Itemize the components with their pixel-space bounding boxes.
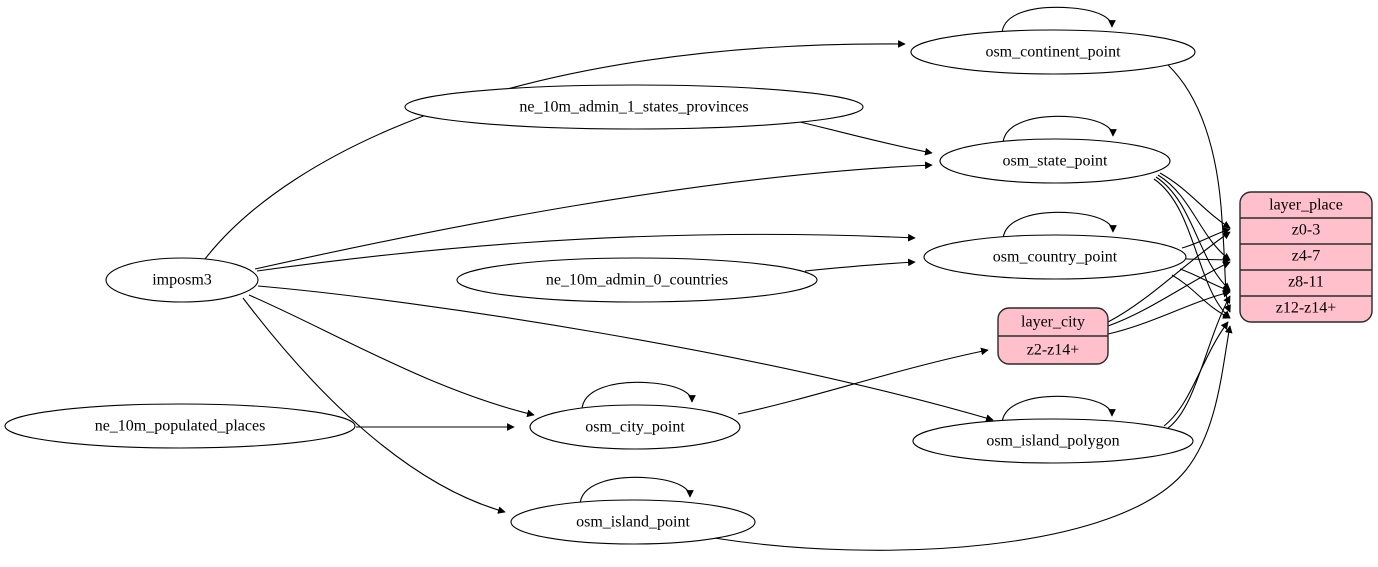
edge-self-osm_country_point: [1002, 211, 1117, 244]
edge-states_provinces-osm_state_point: [799, 121, 933, 156]
record-row-layer_place-z0-3: z0-3: [1292, 222, 1320, 239]
node-imposm3[interactable]: imposm3: [105, 257, 259, 303]
edge-osm_island_polygon-layer_place-z8: [1167, 295, 1231, 429]
record-layer_city[interactable]: layer_city z2-z14+: [997, 307, 1109, 365]
edge-osm_city_point-layer_city: [737, 347, 989, 415]
record-title-layer_place: layer_place: [1269, 197, 1343, 214]
record-box-layer_place[interactable]: [1239, 191, 1373, 323]
edge-osm_state_point-layer_place-z4: [1157, 174, 1231, 261]
node-label-osm_city_point: osm_city_point: [585, 419, 685, 436]
node-label-ne_10m_populated_places: ne_10m_populated_places: [95, 418, 266, 435]
record-layer_place[interactable]: layer_place z0-3 z4-7 z8-11 z12-z14+: [1239, 191, 1373, 323]
node-label-osm_state_point: osm_state_point: [1003, 153, 1108, 170]
record-row-layer_place-z8-11: z8-11: [1288, 274, 1324, 291]
node-label-imposm3: imposm3: [152, 272, 212, 289]
node-label-osm_continent_point: osm_continent_point: [985, 44, 1121, 61]
nodes-layer: imposm3 ne_10m_admin_1_states_provinces …: [4, 29, 1196, 545]
node-osm_island_polygon[interactable]: osm_island_polygon: [912, 418, 1194, 464]
record-row-layer_place-z4-7: z4-7: [1292, 248, 1320, 265]
node-ellipse-osm_continent_point[interactable]: [910, 29, 1196, 75]
node-ellipse-ne_10m_admin_1_states_provinces[interactable]: [404, 84, 864, 130]
edge-osm_state_point-layer_place-z8: [1155, 176, 1231, 291]
edge-osm_island_polygon-layer_place-z12: [1163, 321, 1229, 427]
node-label-ne_10m_admin_0_countries: ne_10m_admin_0_countries: [546, 272, 728, 289]
edge-imposm3-osm_city_point: [248, 294, 535, 418]
node-ellipse-ne_10m_admin_0_countries[interactable]: [456, 257, 818, 303]
records-layer: layer_city z2-z14+ layer_place z0-3 z4-7…: [997, 191, 1373, 365]
edge-layer_city-layer_place-z8: [1107, 289, 1231, 335]
node-osm_island_point[interactable]: osm_island_point: [510, 499, 756, 545]
node-osm_country_point[interactable]: osm_country_point: [923, 234, 1187, 280]
edge-layer_city-layer_place-z4: [1107, 261, 1231, 327]
node-ellipse-osm_island_point[interactable]: [510, 499, 756, 545]
node-ellipse-osm_city_point[interactable]: [529, 404, 741, 450]
edge-osm_island_point-layer_place-z12: [713, 325, 1233, 551]
edge-layer_city-layer_place-z0: [1107, 231, 1231, 323]
node-ne_10m_admin_1_states_provinces[interactable]: ne_10m_admin_1_states_provinces: [404, 84, 864, 130]
edge-imposm3-osm_country_point: [256, 233, 916, 272]
edge-self-osm_continent_point: [1001, 6, 1116, 38]
edge-self-osm_city_point: [581, 381, 696, 414]
node-ellipse-osm_state_point[interactable]: [939, 138, 1171, 184]
node-ellipse-ne_10m_populated_places[interactable]: [4, 403, 356, 449]
edge-imposm3-osm_continent_point: [204, 40, 906, 260]
edge-osm_state_point-layer_place-z12: [1153, 178, 1231, 319]
record-title-layer_city: layer_city: [1021, 314, 1085, 331]
node-label-osm_island_point: osm_island_point: [576, 514, 690, 531]
edge-osm_state_point-layer_place-z0: [1159, 172, 1231, 229]
edge-self-osm_island_polygon: [1001, 395, 1116, 428]
edge-imposm3-osm_state_point: [254, 161, 933, 270]
edge-osm_country_point-layer_place-z8: [1179, 268, 1231, 293]
edge-countries-osm_country_point: [804, 258, 916, 272]
node-label-osm_island_polygon: osm_island_polygon: [986, 433, 1119, 450]
node-label-ne_10m_admin_1_states_provinces: ne_10m_admin_1_states_provinces: [519, 99, 748, 116]
edge-self-osm_island_point: [579, 476, 694, 509]
edge-self-osm_state_point: [1002, 115, 1117, 148]
edge-osm_continent_point-layer_place-z12: [1167, 64, 1231, 313]
node-osm_continent_point[interactable]: osm_continent_point: [910, 29, 1196, 75]
node-label-osm_country_point: osm_country_point: [993, 249, 1118, 266]
node-ne_10m_admin_0_countries[interactable]: ne_10m_admin_0_countries: [456, 257, 818, 303]
record-row-layer_city-z2-z14: z2-z14+: [1027, 342, 1080, 359]
edge-imposm3-osm_island_point: [242, 297, 506, 514]
edge-osm_country_point-layer_place-z12: [1171, 274, 1231, 319]
record-row-layer_place-z12-z14: z12-z14+: [1276, 300, 1337, 317]
node-osm_state_point[interactable]: osm_state_point: [939, 138, 1171, 184]
edges-layer: [204, 6, 1233, 551]
node-ne_10m_populated_places[interactable]: ne_10m_populated_places: [4, 403, 356, 449]
edge-osm_country_point-layer_place-z0: [1181, 227, 1231, 249]
edge-imposm3-osm_island_polygon: [257, 285, 994, 422]
node-ellipse-osm_island_polygon[interactable]: [912, 418, 1194, 464]
node-ellipse-osm_country_point[interactable]: [923, 234, 1187, 280]
node-ellipse-imposm3[interactable]: [105, 257, 259, 303]
node-osm_city_point[interactable]: osm_city_point: [529, 404, 741, 450]
